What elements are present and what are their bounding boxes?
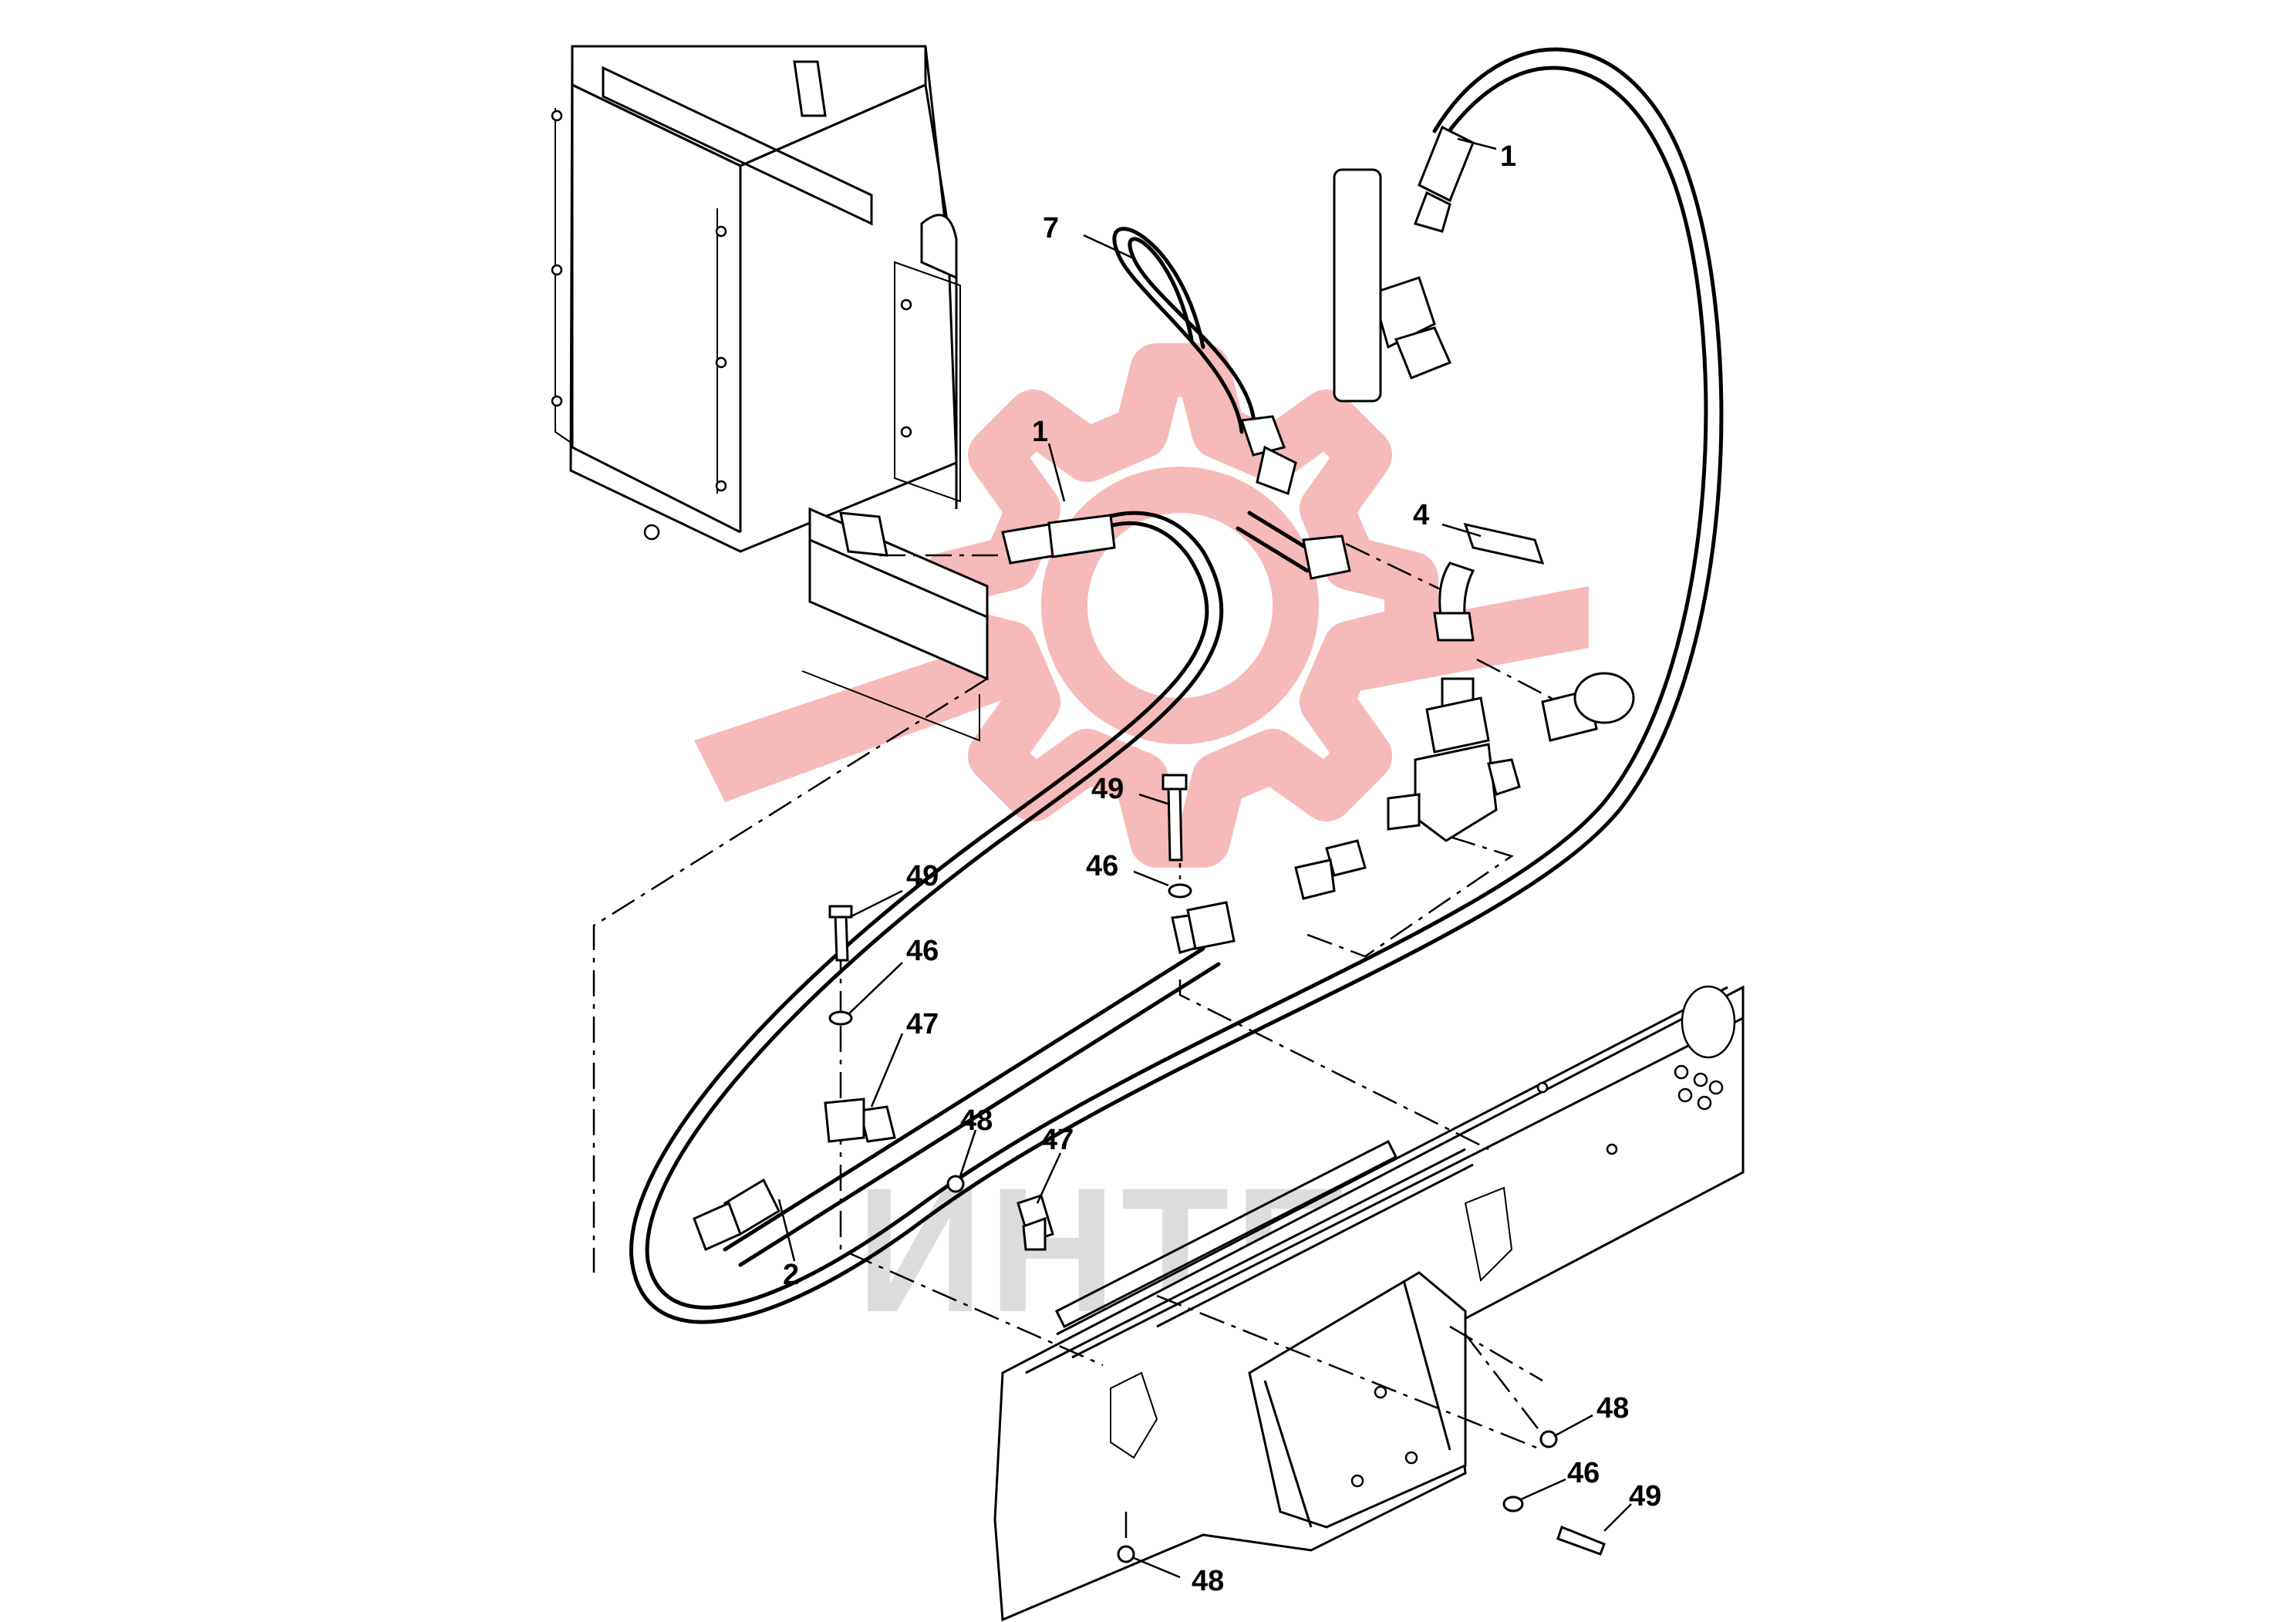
callout-49-b: 49 (906, 860, 939, 892)
callout-7: 7 (1043, 212, 1059, 244)
callout-49-c: 49 (1629, 1480, 1661, 1512)
callout-4: 4 (1413, 499, 1429, 531)
chassis-frame-rail (993, 985, 1745, 1622)
callout-leaders (777, 137, 1632, 1579)
callout-48-a: 48 (960, 1104, 993, 1137)
callout-48-c: 48 (1192, 1565, 1224, 1597)
callout-46-b: 46 (906, 935, 939, 967)
callout-46-c: 46 (1567, 1457, 1600, 1489)
hydraulic-fittings (693, 125, 1635, 1563)
callout-48-b: 48 (1596, 1392, 1629, 1425)
callout-2: 2 (783, 1259, 799, 1291)
watermark-gear-logo (694, 343, 1589, 868)
callout-1-mid: 1 (1032, 416, 1048, 448)
callout-labels: 1 7 1 4 49 46 49 46 47 48 47 2 48 46 49 … (783, 140, 1661, 1597)
oil-cooler-assembly (551, 45, 989, 742)
reference-lines (592, 542, 1574, 1550)
callout-47-b: 47 (1041, 1124, 1074, 1156)
callout-49-a: 49 (1091, 773, 1124, 805)
callout-1-top: 1 (1500, 140, 1516, 173)
hydraulic-hoses (629, 47, 1724, 1324)
callout-47-a: 47 (906, 1008, 939, 1040)
callout-46-a: 46 (1086, 850, 1118, 882)
